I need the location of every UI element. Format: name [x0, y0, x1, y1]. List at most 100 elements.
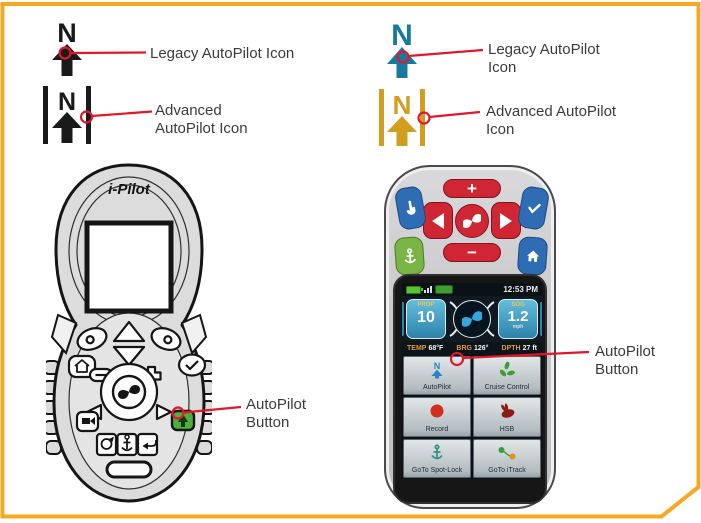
- label-line: Legacy AutoPilot Icon: [150, 45, 295, 62]
- autopilot-button-label-right: AutoPilot Button: [595, 343, 655, 379]
- readout-row: TEMP 68°F BRG 126° DPTH 27 ft: [402, 342, 542, 355]
- autopilot-n-arrow-icon: N: [431, 361, 443, 379]
- menu-item-record: Record: [403, 397, 471, 437]
- right-arrow-icon: [500, 212, 512, 229]
- menu-item-hsb: HSB: [473, 397, 541, 437]
- pointing-hand-icon: [406, 200, 416, 215]
- compass-propeller-dial: [453, 300, 491, 338]
- propeller-icon: [462, 311, 482, 327]
- legacy-remote-illustration: i-Pilot: [46, 163, 212, 503]
- label-line: AutoPilot Icon: [155, 120, 248, 137]
- spot-lock-anchor-icon: [431, 444, 443, 460]
- menu-grid: N AutoPilot: [402, 355, 542, 479]
- temp-value: 68°F: [428, 345, 444, 352]
- spot-lock-button: [393, 236, 426, 276]
- prop-gauge-value: 10: [417, 309, 435, 326]
- menu-label: GoTo iTrack: [488, 466, 526, 474]
- north-arrow-icon: [52, 44, 82, 76]
- bearing-readout: BRG 126°: [456, 345, 488, 352]
- screen-bezel: 12:53 PM PROP 10: [393, 274, 547, 504]
- north-arrow-icon: [52, 112, 82, 143]
- bearing-label: BRG: [456, 345, 472, 352]
- status-bar: 12:53 PM: [402, 283, 542, 296]
- speed-down-button: −: [443, 243, 501, 262]
- ok-button: [177, 353, 207, 377]
- legacy-autopilot-icon-teal: N: [387, 19, 417, 78]
- advanced-autopilot-icon-label: Advanced AutoPilot Icon: [155, 102, 248, 138]
- label-line: AutoPilot: [595, 343, 656, 360]
- compass-n-letter: N: [58, 88, 76, 116]
- record-dot-icon: [430, 404, 444, 418]
- ok-button: [516, 184, 551, 232]
- carousel-edge-left: [402, 302, 404, 336]
- menu-item-goto-itrack: GoTo iTrack: [473, 438, 541, 478]
- temp-label: TEMP: [407, 345, 427, 352]
- sog-gauge: SOG 1.2 mph: [498, 299, 538, 339]
- menu-label: GoTo Spot-Lock: [411, 466, 463, 474]
- bearing-value: 126°: [473, 345, 489, 352]
- lanyard-slot: [105, 460, 153, 479]
- sog-gauge-unit: mph: [512, 324, 524, 330]
- hsb-rabbit-icon: [501, 403, 515, 419]
- speed-icon: [82, 418, 90, 424]
- one-boat-length-button: [393, 184, 428, 232]
- advanced-autopilot-icon-label-right: Advanced AutoPilot Icon: [486, 103, 616, 139]
- legacy-autopilot-icon-black: N: [52, 18, 82, 76]
- legacy-autopilot-icon-label-right: Legacy AutoPilot Icon: [488, 41, 600, 77]
- modern-remote: + −: [384, 165, 556, 509]
- ipilot-logo: i-Pilot: [108, 181, 151, 198]
- depth-label: DPTH: [501, 345, 521, 352]
- cruise-propeller-icon: [499, 361, 515, 377]
- carousel-edge-right: [540, 302, 542, 336]
- menu-item-cruise-control: Cruise Control: [473, 356, 541, 396]
- temp-readout: TEMP 68°F: [407, 345, 443, 352]
- autopilot-button: [170, 409, 196, 432]
- advanced-autopilot-icon-gold: N: [379, 89, 425, 146]
- signal-bars-icon: [424, 286, 432, 293]
- label-line: Button: [595, 361, 639, 378]
- depth-value: 27 ft: [522, 345, 537, 352]
- compass-n-letter: N: [57, 18, 77, 48]
- check-icon: [527, 203, 541, 214]
- menu-item-goto-spot-lock: GoTo Spot-Lock: [403, 438, 471, 478]
- remote-screen: 12:53 PM PROP 10: [402, 283, 542, 479]
- status-pill-icon: [435, 285, 453, 294]
- north-arrow-icon: [387, 116, 417, 146]
- high-speed-bypass-button: [75, 410, 100, 433]
- home-button: [516, 236, 549, 276]
- autopilot-button-label-left: AutoPilot Button: [246, 396, 306, 432]
- prop-gauge-label: PROP: [417, 302, 435, 308]
- speed-up-button: +: [443, 179, 501, 198]
- spot-lock-button: [116, 432, 138, 457]
- prop-button: [111, 374, 147, 410]
- itrack-return-button: [136, 432, 159, 457]
- prop-button: [455, 204, 489, 238]
- lcd-screen: [84, 220, 174, 314]
- itrack-path-icon: [498, 446, 516, 460]
- label-line: Icon: [486, 121, 515, 138]
- anchor-icon: [403, 247, 416, 263]
- plus-label: +: [467, 179, 477, 198]
- home-icon: [526, 250, 539, 262]
- compass-n-letter: N: [393, 90, 412, 120]
- left-arrow-icon: [432, 212, 444, 229]
- label-line: Advanced: [155, 102, 222, 119]
- sog-gauge-value: 1.2: [507, 308, 529, 325]
- label-line: Advanced AutoPilot: [486, 103, 617, 120]
- gauge-row: PROP 10 SOG 1.2 mph: [402, 296, 542, 342]
- menu-label: HSB: [499, 425, 515, 433]
- steer-left-button: [423, 202, 453, 239]
- battery-icon: [406, 285, 423, 294]
- legacy-autopilot-icon-label: Legacy AutoPilot Icon: [150, 45, 294, 63]
- menu-label: Cruise Control: [484, 384, 530, 392]
- advanced-autopilot-icon-black: N: [43, 86, 91, 144]
- label-line: Legacy AutoPilot: [488, 41, 600, 58]
- menu-label: Record: [425, 425, 449, 433]
- menu-label: AutoPilot: [422, 384, 452, 392]
- label-line: AutoPilot: [246, 396, 307, 413]
- label-line: Icon: [488, 59, 517, 76]
- clock-time: 12:53 PM: [503, 285, 538, 294]
- depth-readout: DPTH 27 ft: [502, 345, 537, 352]
- minus-label: −: [467, 243, 477, 262]
